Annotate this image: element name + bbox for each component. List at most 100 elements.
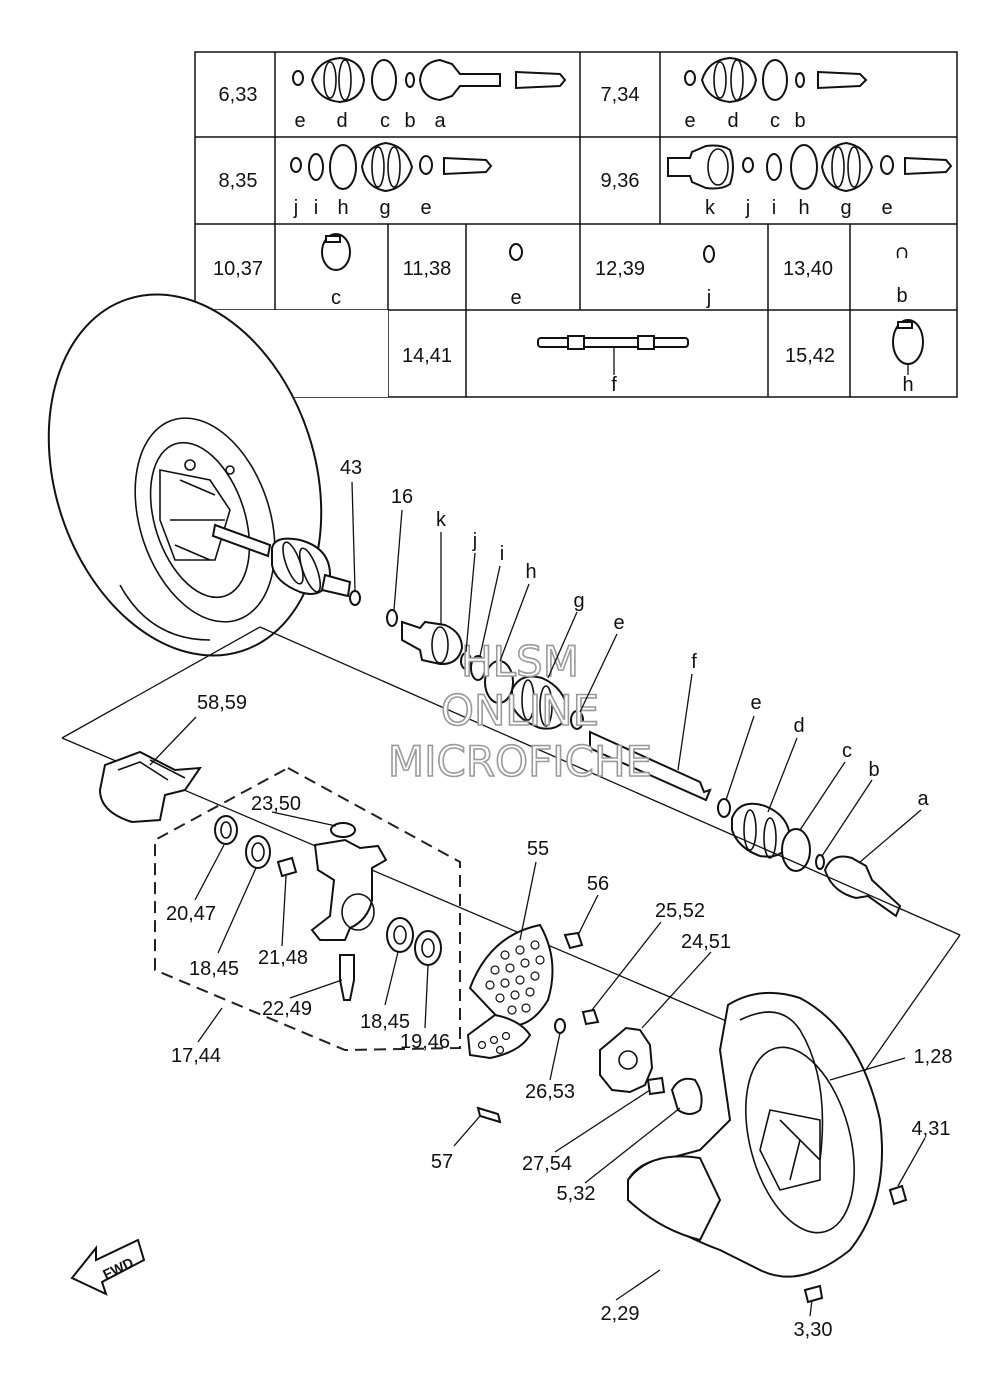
- callout: a: [917, 788, 929, 810]
- callout: 24,51: [681, 931, 731, 953]
- letter-e: e: [510, 287, 521, 309]
- callout: 25,52: [655, 900, 705, 922]
- brake-callouts: 55 56 25,52 24,51 26,53 57 27,54 5,32: [431, 838, 731, 1205]
- callout: i: [500, 543, 504, 565]
- letter-k: k: [705, 197, 716, 219]
- cv-joint-kit-icon: [292, 56, 567, 104]
- inner-boot-kit-icon: [290, 141, 493, 193]
- callout: 58,59: [197, 692, 247, 714]
- table-ref: 14,41: [402, 345, 452, 367]
- ring-i: [470, 655, 486, 681]
- callout: 57: [431, 1151, 453, 1173]
- callout: 20,47: [166, 903, 216, 925]
- guard-58: [98, 750, 203, 824]
- ring-b: [815, 854, 825, 870]
- table-ref: 8,35: [219, 170, 258, 192]
- band-h: [484, 660, 514, 704]
- table-ref: 6,33: [219, 84, 258, 106]
- tire-1: [626, 991, 883, 1278]
- shaft-icon: [537, 335, 689, 375]
- callout: 22,49: [262, 998, 312, 1020]
- valve-3: [803, 1284, 824, 1304]
- letter-a: a: [434, 110, 446, 132]
- forward-arrow-icon: FWD: [70, 1238, 146, 1296]
- callout: k: [436, 509, 447, 531]
- letter-b: b: [404, 110, 415, 132]
- tire-2: [627, 1155, 722, 1242]
- letter-i: i: [314, 197, 318, 219]
- clip-icon: [509, 243, 523, 261]
- ball-joint-22: [339, 954, 355, 1001]
- table-ref: 15,42: [785, 345, 835, 367]
- callout: 43: [340, 457, 362, 479]
- seal-19: [414, 930, 442, 966]
- callout: j: [472, 530, 477, 552]
- leader-lines: [149, 481, 926, 1317]
- letter-b: b: [896, 285, 907, 307]
- brake-disc-55: [468, 923, 554, 1027]
- clip-e: [570, 710, 584, 730]
- callout: 27,54: [522, 1153, 572, 1175]
- letter-h: h: [337, 197, 348, 219]
- circlip-icon: [703, 245, 715, 263]
- watermark-line: HLSM: [461, 637, 579, 686]
- letter-i: i: [772, 197, 776, 219]
- bearing-18b: [386, 917, 414, 953]
- callout: c: [842, 740, 852, 762]
- callout: h: [525, 561, 536, 583]
- letter-j: j: [293, 197, 298, 219]
- bearing-18: [245, 835, 271, 869]
- letter-d: d: [727, 110, 738, 132]
- letter-f: f: [611, 374, 617, 396]
- bolt-25: [581, 1008, 600, 1026]
- letter-j: j: [706, 287, 711, 309]
- left-axle-shaft: [211, 523, 361, 606]
- inner-joint-kit-icon: [667, 141, 953, 193]
- watermark-line: MICROFICHE: [388, 737, 652, 786]
- watermark: HLSM ONLINE MICROFICHE: [387, 636, 653, 787]
- snap-ring-icon: [896, 247, 908, 259]
- boot-kit-icon: [684, 56, 868, 104]
- left-wheel-assembly: [47, 293, 323, 657]
- collar-21: [276, 856, 298, 878]
- callout: 55: [527, 838, 549, 860]
- letter-c: c: [380, 110, 390, 132]
- callout: 17,44: [171, 1045, 221, 1067]
- exploded-shaft-parts: [386, 609, 902, 918]
- brake-disc-assembly: [466, 923, 703, 1124]
- callout: 18,45: [189, 958, 239, 980]
- callout: b: [868, 759, 879, 781]
- letter-e: e: [881, 197, 892, 219]
- letter-c: c: [331, 287, 341, 309]
- callout: 3,30: [794, 1319, 833, 1341]
- washer-26: [554, 1018, 566, 1034]
- bolt-57: [476, 1106, 502, 1124]
- callout: 19,46: [400, 1031, 450, 1053]
- seal-20: [214, 815, 238, 845]
- parts-breakdown-table: 6,33 e d c b a 7,34 e d c b 8,35: [194, 51, 958, 398]
- shaft-callouts: 43 16 k j i h g e f e d c b a: [340, 457, 930, 810]
- letter-g: g: [840, 197, 851, 219]
- band-icon: [892, 319, 924, 375]
- clip-e: [717, 798, 731, 818]
- table-ref: 13,40: [783, 258, 833, 280]
- circlip-j: [460, 652, 472, 670]
- table-ref: 10,37: [213, 258, 263, 280]
- knuckle-assembly: [98, 750, 461, 1052]
- letter-g: g: [379, 197, 390, 219]
- letter-d: d: [336, 110, 347, 132]
- nut-4: [888, 1184, 908, 1206]
- callout: 16: [391, 486, 413, 508]
- letter-h: h: [798, 197, 809, 219]
- callout: 23,50: [251, 793, 301, 815]
- callout: g: [573, 590, 584, 612]
- callout: e: [613, 612, 624, 634]
- letter-j: j: [745, 197, 750, 219]
- letter-e: e: [684, 110, 695, 132]
- hub-24: [599, 1026, 654, 1094]
- nut-27: [646, 1076, 666, 1096]
- spacer-5: [670, 1077, 703, 1115]
- callout: e: [750, 692, 761, 714]
- callout: 26,53: [525, 1081, 575, 1103]
